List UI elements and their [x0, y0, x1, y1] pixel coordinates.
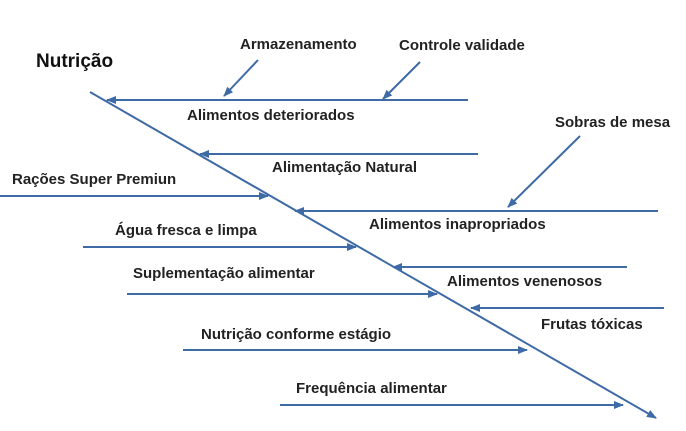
- label-agua-fresca-e-limpa: Água fresca e limpa: [115, 222, 257, 239]
- label-frutas-toxicas: Frutas tóxicas: [541, 316, 643, 333]
- arrow-armazenamento: [223, 59, 259, 97]
- diagram-title: Nutrição: [36, 51, 114, 72]
- label-controle-validade: Controle validade: [399, 37, 525, 54]
- label-alimentos-deteriorados: Alimentos deteriorados: [187, 107, 355, 124]
- label-armazenamento: Armazenamento: [240, 36, 357, 53]
- spine-arrow: [89, 91, 657, 419]
- label-suplementacao-alimentar: Suplementação alimentar: [133, 265, 315, 282]
- label-nutricao-conforme-estagio: Nutrição conforme estágio: [201, 326, 392, 343]
- arrow-sobras-de-mesa: [507, 135, 581, 208]
- arrow-controle-validade: [382, 61, 421, 100]
- label-sobras-de-mesa: Sobras de mesa: [555, 114, 671, 131]
- label-racoes-super-premiun: Rações Super Premiun: [12, 171, 177, 188]
- label-alimentacao-natural: Alimentação Natural: [272, 159, 418, 176]
- label-frequencia-alimentar: Frequência alimentar: [296, 380, 447, 397]
- label-alimentos-inapropriados: Alimentos inapropriados: [369, 216, 546, 233]
- label-alimentos-venenosos: Alimentos venenosos: [447, 273, 603, 290]
